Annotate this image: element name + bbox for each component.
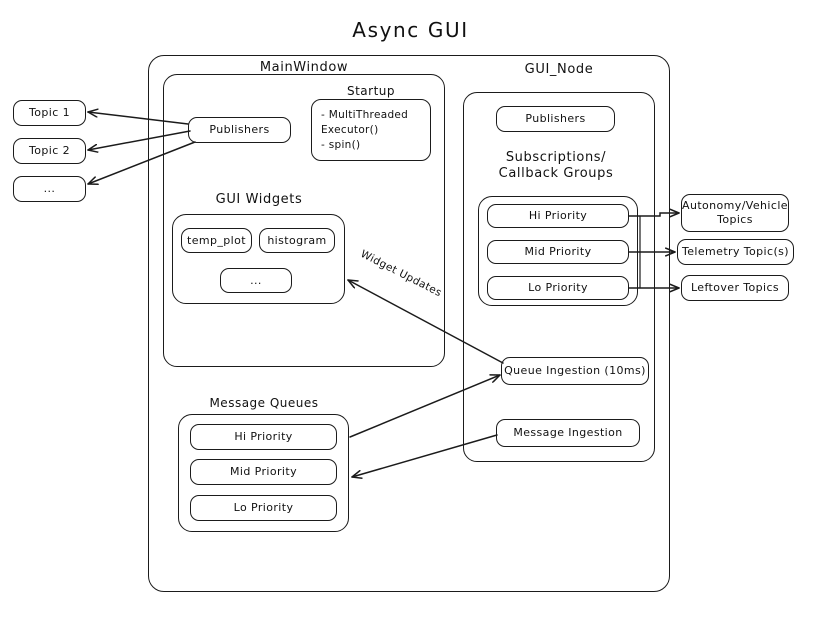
- diagram-title: Async GUI: [352, 18, 469, 42]
- external-topic-2[interactable]: Topic 2: [13, 138, 86, 164]
- startup-label: Startup: [346, 84, 396, 98]
- widget-more[interactable]: ...: [220, 268, 292, 293]
- message-queues-label: Message Queues: [209, 396, 319, 410]
- callback-group-hi[interactable]: Hi Priority: [487, 204, 629, 228]
- external-topic-1[interactable]: Topic 1: [13, 100, 86, 126]
- external-topic-3[interactable]: ...: [13, 176, 86, 202]
- widget-histogram[interactable]: histogram: [259, 228, 335, 253]
- main-window-label: MainWindow: [259, 60, 349, 75]
- right-topic-autonomy[interactable]: Autonomy/Vehicle Topics: [681, 194, 789, 232]
- startup-items: - MultiThreaded Executor() - spin(): [311, 99, 431, 161]
- callback-group-lo[interactable]: Lo Priority: [487, 276, 629, 300]
- widget-temp-plot[interactable]: temp_plot: [181, 228, 252, 253]
- group-message-queues: [178, 414, 349, 532]
- group-gui-node: [463, 92, 655, 462]
- message-queue-lo[interactable]: Lo Priority: [190, 495, 337, 521]
- message-ingestion[interactable]: Message Ingestion: [496, 419, 640, 447]
- right-topic-telemetry[interactable]: Telemetry Topic(s): [677, 239, 794, 265]
- gui-widgets-label: GUI Widgets: [215, 192, 303, 207]
- subscriptions-label: Subscriptions/ Callback Groups: [498, 150, 614, 181]
- outer-frame: [148, 55, 670, 592]
- gui-node-publishers[interactable]: Publishers: [496, 106, 615, 132]
- right-topic-leftover[interactable]: Leftover Topics: [681, 275, 789, 301]
- message-queue-hi[interactable]: Hi Priority: [190, 424, 337, 450]
- main-window-publishers[interactable]: Publishers: [188, 117, 291, 143]
- queue-ingestion[interactable]: Queue Ingestion (10ms): [501, 357, 649, 385]
- message-queue-mid[interactable]: Mid Priority: [190, 459, 337, 485]
- gui-node-label: GUI_Node: [524, 62, 594, 77]
- callback-group-mid[interactable]: Mid Priority: [487, 240, 629, 264]
- group-callback-groups: [478, 196, 638, 306]
- group-gui-widgets: [172, 214, 345, 304]
- group-main-window: [163, 74, 445, 367]
